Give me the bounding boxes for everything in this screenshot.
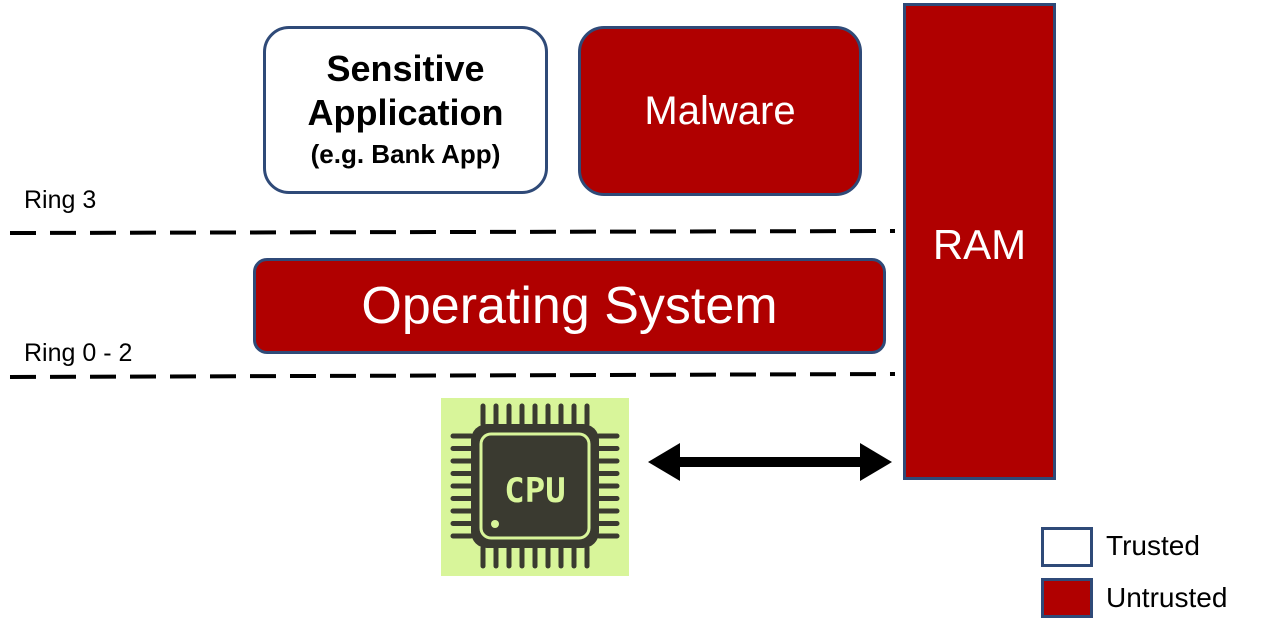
legend-trusted-swatch — [1041, 527, 1093, 567]
sensitive-app-line3: (e.g. Bank App) — [310, 139, 501, 169]
legend-untrusted-label: Untrusted — [1106, 582, 1228, 613]
cpu-ram-arrow — [648, 443, 892, 481]
ram-label: RAM — [932, 221, 1027, 268]
operating-system-box: Operating System — [253, 258, 886, 354]
malware-box: Malware — [578, 26, 862, 196]
ring3-boundary-line — [9, 229, 896, 235]
cpu-tile: CPU — [441, 398, 629, 576]
ring0-2-label: Ring 0 - 2 — [24, 339, 133, 367]
legend-untrusted-swatch — [1041, 578, 1093, 618]
sensitive-application-box: Sensitive Application (e.g. Bank App) — [263, 26, 548, 194]
cpu-label: CPU — [504, 471, 565, 511]
ram-box: RAM — [903, 3, 1056, 480]
ring3-label: Ring 3 — [24, 186, 97, 214]
operating-system-label: Operating System — [361, 277, 778, 335]
legend-trusted-label: Trusted — [1106, 530, 1200, 561]
sensitive-app-line1: Sensitive — [326, 48, 485, 89]
ring0-2-boundary-line — [9, 372, 896, 379]
cpu-chip-icon: CPU — [450, 403, 620, 569]
malware-label: Malware — [644, 88, 796, 133]
sensitive-app-line2: Application — [307, 92, 504, 133]
